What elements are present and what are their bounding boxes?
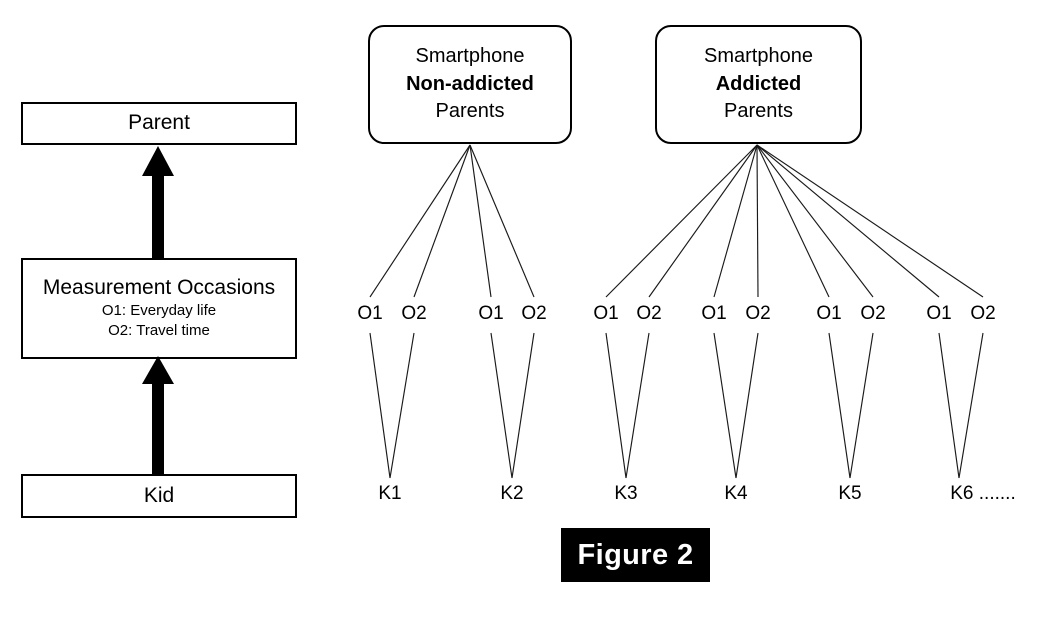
group-non-addicted-line3: Parents bbox=[435, 100, 505, 123]
edges-non-addicted-to-occasions bbox=[369, 144, 535, 298]
legend-box-measurement-title: Measurement Occasions bbox=[42, 275, 276, 299]
group-box-non-addicted-parents: Smartphone Non-addicted Parents bbox=[368, 25, 572, 144]
kid-node-k3: K3 bbox=[614, 483, 638, 504]
legend-occasion-o1: O1: Everyday life bbox=[101, 301, 217, 319]
occasion-node-2: O2 bbox=[401, 303, 427, 324]
occasion-node-12: O2 bbox=[970, 303, 996, 324]
group-non-addicted-line1: Smartphone bbox=[415, 45, 525, 68]
occasion-node-6: O2 bbox=[636, 303, 662, 324]
edges-occasions-to-kids bbox=[369, 332, 984, 479]
figure-caption: Figure 2 bbox=[561, 528, 710, 582]
legend-box-kid-title: Kid bbox=[143, 483, 175, 507]
occasion-node-11: O1 bbox=[926, 303, 952, 324]
occasion-node-4: O2 bbox=[521, 303, 547, 324]
legend-box-measurement-occasions: Measurement Occasions O1: Everyday life … bbox=[21, 258, 297, 359]
legend-occasion-o2: O2: Travel time bbox=[108, 321, 210, 339]
occasion-node-5: O1 bbox=[593, 303, 619, 324]
group-non-addicted-line2: Non-addicted bbox=[406, 72, 534, 95]
group-addicted-line3: Parents bbox=[724, 100, 793, 123]
kid-node-k4: K4 bbox=[724, 483, 748, 504]
legend-box-parent: Parent bbox=[21, 102, 297, 145]
group-addicted-line2: Addicted bbox=[715, 72, 802, 95]
occasion-node-10: O2 bbox=[860, 303, 886, 324]
occasion-node-3: O1 bbox=[478, 303, 504, 324]
group-addicted-line1: Smartphone bbox=[704, 45, 813, 68]
edges-addicted-to-occasions bbox=[605, 144, 984, 298]
legend-box-parent-title: Parent bbox=[128, 111, 190, 135]
arrow-kid-to-occasions bbox=[142, 356, 174, 474]
legend-box-kid: Kid bbox=[21, 474, 297, 518]
occasion-node-8: O2 bbox=[745, 303, 771, 324]
arrow-occasions-to-parent bbox=[142, 146, 174, 260]
occasion-node-9: O1 bbox=[816, 303, 842, 324]
kid-node-k5: K5 bbox=[838, 483, 862, 504]
kid-node-k2: K2 bbox=[500, 483, 524, 504]
occasion-node-1: O1 bbox=[357, 303, 383, 324]
kid-node-k1: K1 bbox=[378, 483, 402, 504]
occasion-node-7: O1 bbox=[701, 303, 727, 324]
kid-node-k6: K6 ....... bbox=[950, 483, 1016, 504]
group-box-addicted-parents: Smartphone Addicted Parents bbox=[655, 25, 862, 144]
